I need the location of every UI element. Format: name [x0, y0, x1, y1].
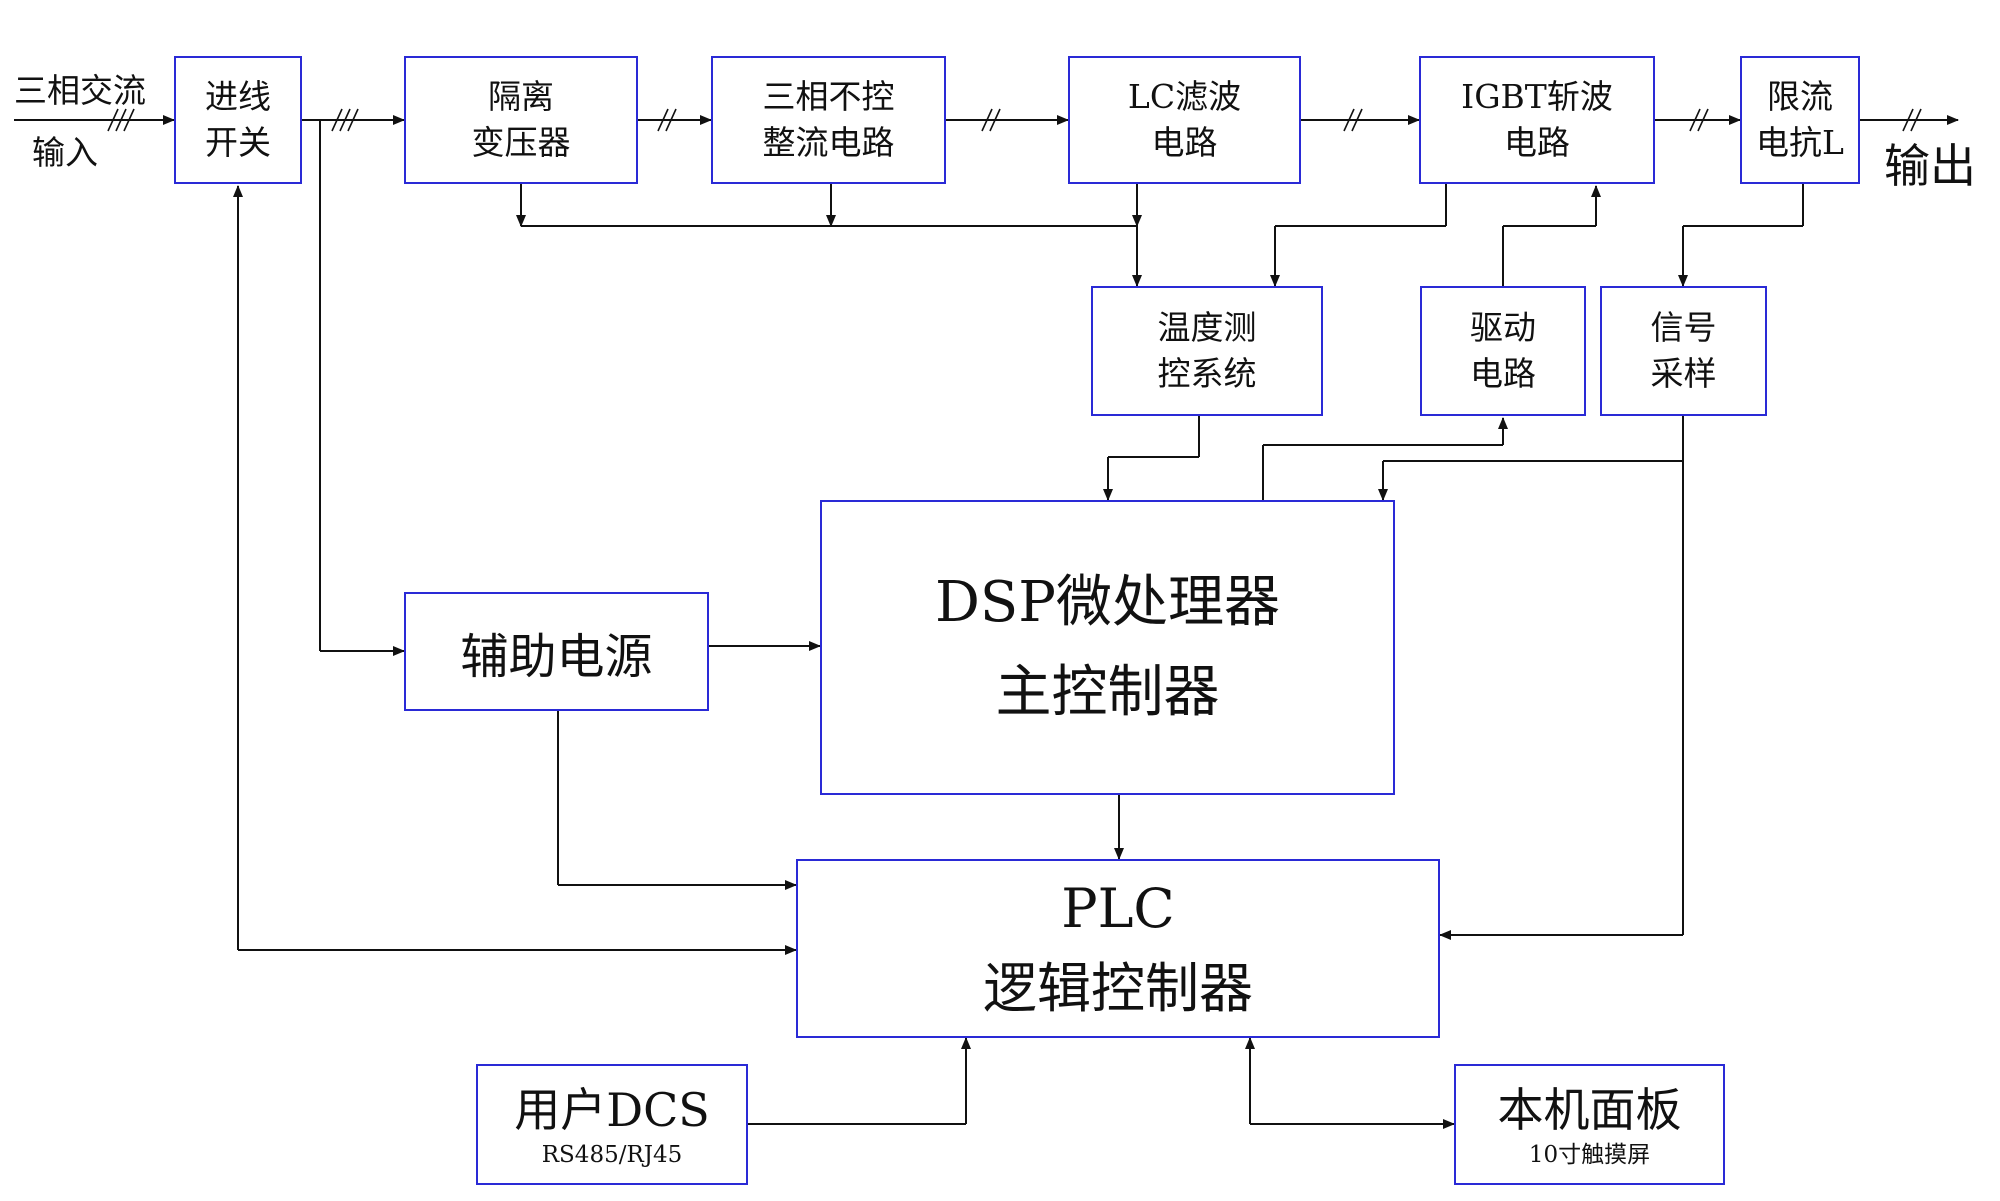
block-label: RS485/RJ45: [541, 1141, 683, 1168]
local-panel-block: 本机面板 10寸触摸屏: [1454, 1064, 1725, 1185]
plc-logic-controller-block: PLC 逻辑控制器: [796, 859, 1440, 1038]
block-label: 电路: [1504, 123, 1570, 162]
block-label: 驱动: [1470, 308, 1536, 347]
block-label: 信号: [1650, 308, 1717, 347]
dsp-main-controller-block: DSP微处理器 主控制器: [820, 500, 1395, 795]
input-label-line2: 输入: [32, 133, 98, 172]
block-label: 电抗L: [1756, 123, 1844, 162]
block-label: 采样: [1650, 354, 1717, 393]
incoming-switch-block: 进线 开关: [174, 56, 302, 184]
block-label: 隔离: [488, 77, 554, 116]
block-label: 逻辑控制器: [983, 956, 1253, 1020]
block-label: 整流电路: [762, 123, 895, 162]
block-label: 10寸触摸屏: [1528, 1141, 1651, 1168]
block-label: 限流: [1767, 77, 1833, 116]
block-label: 变压器: [471, 123, 571, 162]
rectifier-block: 三相不控 整流电路: [711, 56, 946, 184]
block-label: LC滤波: [1127, 77, 1242, 116]
lc-filter-block: LC滤波 电路: [1068, 56, 1301, 184]
driver-circuit-block: 驱动 电路: [1420, 286, 1586, 416]
current-limit-reactor-block: 限流 电抗L: [1740, 56, 1860, 184]
block-label: 进线: [205, 77, 271, 116]
block-label: 辅助电源: [460, 628, 653, 685]
igbt-chopper-block: IGBT斩波 电路: [1419, 56, 1655, 184]
block-label: 本机面板: [1497, 1082, 1682, 1137]
isolation-transformer-block: 隔离 变压器: [404, 56, 638, 184]
output-label: 输出: [1884, 139, 1976, 193]
signal-sampling-block: 信号 采样: [1600, 286, 1767, 416]
block-label: 用户DCS: [514, 1082, 710, 1137]
block-label: PLC: [1061, 876, 1175, 940]
input-label-line1: 三相交流: [14, 71, 146, 110]
block-label: 开关: [205, 123, 271, 162]
block-label: 电路: [1151, 123, 1218, 162]
block-label: 电路: [1470, 354, 1536, 393]
block-label: DSP微处理器: [935, 569, 1280, 635]
block-label: 温度测: [1157, 308, 1257, 347]
block-label: 主控制器: [995, 659, 1220, 725]
block-label: IGBT斩波: [1461, 77, 1613, 116]
auxiliary-power-block: 辅助电源: [404, 592, 709, 711]
user-dcs-block: 用户DCS RS485/RJ45: [476, 1064, 748, 1185]
block-label: 三相不控: [762, 77, 895, 116]
temperature-control-block: 温度测 控系统: [1091, 286, 1323, 416]
block-label: 控系统: [1157, 354, 1257, 393]
